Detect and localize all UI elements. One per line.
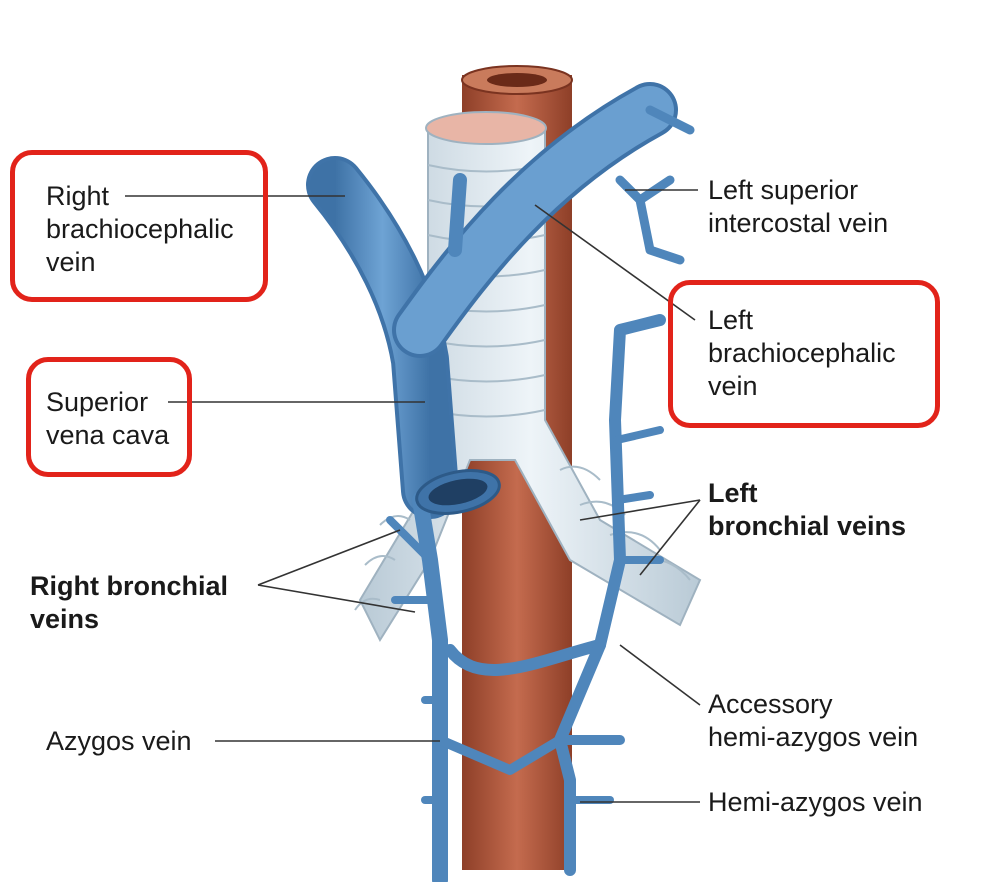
label-left-superior-intercostal-vein: Left superior intercostal vein bbox=[708, 175, 889, 238]
label-left-bronchial-veins: Left bronchial veins bbox=[708, 478, 907, 541]
label-left-brachiocephalic-vein: Left brachiocephalic vein bbox=[708, 305, 896, 401]
veins bbox=[306, 82, 695, 882]
label-right-bronchial-veins: Right bronchial veins bbox=[30, 571, 228, 634]
highlight-left-brachiocephalic bbox=[668, 280, 940, 428]
label-right-brachiocephalic-vein: Right brachiocephalic vein bbox=[46, 181, 234, 277]
label-accessory-hemi-azygos-vein: Accessory hemi-azygos vein bbox=[708, 689, 919, 752]
highlight-superior-vena-cava bbox=[26, 357, 192, 477]
label-azygos-vein: Azygos vein bbox=[46, 726, 192, 756]
label-hemi-azygos-vein: Hemi-azygos vein bbox=[708, 787, 923, 817]
highlight-right-brachiocephalic bbox=[10, 150, 268, 302]
label-superior-vena-cava: Superior vena cava bbox=[46, 387, 170, 450]
